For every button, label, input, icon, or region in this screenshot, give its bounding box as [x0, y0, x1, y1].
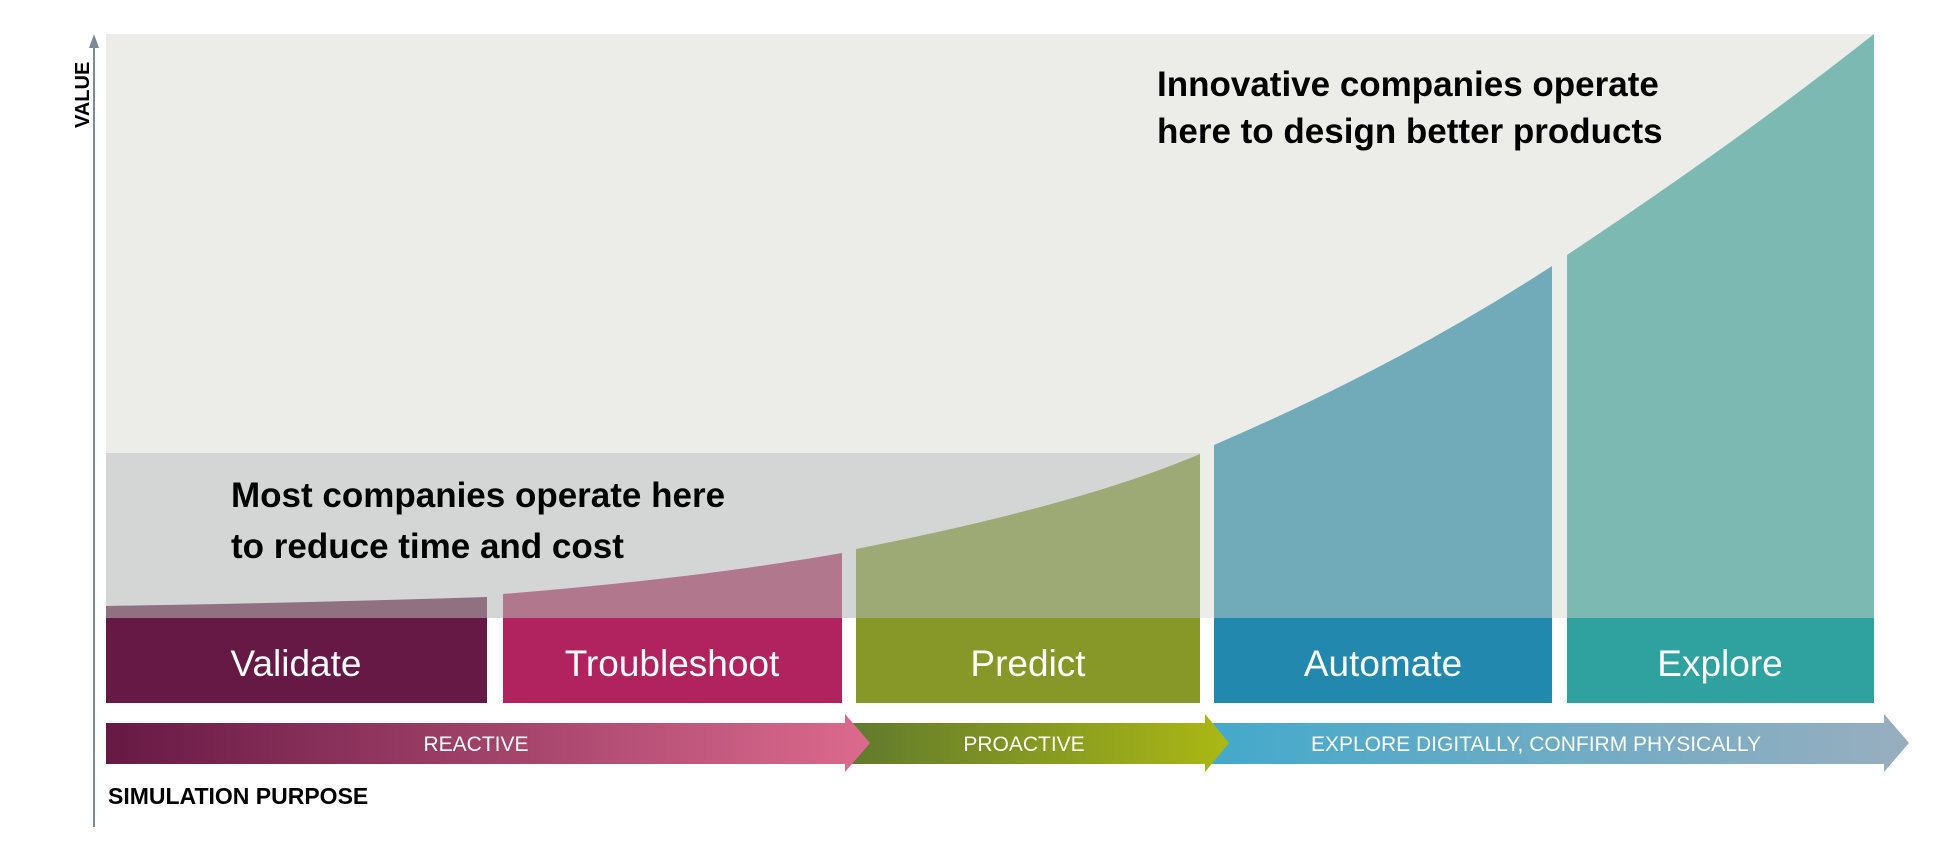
predict-column: [856, 454, 1200, 618]
stage-label: Explore: [1657, 643, 1782, 684]
stage-label: Troubleshoot: [565, 643, 780, 684]
stage-label: Validate: [231, 643, 362, 684]
stage-label: Predict: [970, 643, 1086, 684]
phase-label: PROACTIVE: [963, 733, 1084, 756]
stage-label: Automate: [1304, 643, 1462, 684]
innovative-annotation-line2: here to design better products: [1157, 112, 1663, 151]
phase-label: EXPLORE DIGITALLY, CONFIRM PHYSICALLY: [1311, 733, 1761, 756]
most-annotation-line2: to reduce time and cost: [231, 527, 624, 566]
stage-automate: Automate: [1214, 618, 1552, 703]
x-axis-label: SIMULATION PURPOSE: [108, 783, 368, 809]
phase-arrow-proactive: PROACTIVE: [849, 714, 1229, 772]
stage-validate: Validate: [106, 618, 487, 703]
phase-arrow-explore: EXPLORE DIGITALLY, CONFIRM PHYSICALLY: [1204, 714, 1909, 772]
most-annotation-line1: Most companies operate here: [231, 476, 725, 515]
explore-column: [1567, 34, 1874, 618]
stage-predict: Predict: [856, 618, 1200, 703]
validate-column: [106, 597, 487, 618]
automate-column: [1214, 266, 1552, 618]
stage-explore: Explore: [1567, 618, 1874, 703]
phase-arrow-reactive: REACTIVE: [106, 714, 870, 772]
phase-label: REACTIVE: [423, 733, 528, 756]
value-axis-arrowhead: [89, 34, 99, 48]
stage-troubleshoot: Troubleshoot: [503, 618, 842, 703]
innovative-annotation-line1: Innovative companies operate: [1157, 65, 1659, 104]
troubleshoot-column: [503, 553, 842, 618]
y-axis-label: VALUE: [72, 62, 94, 128]
